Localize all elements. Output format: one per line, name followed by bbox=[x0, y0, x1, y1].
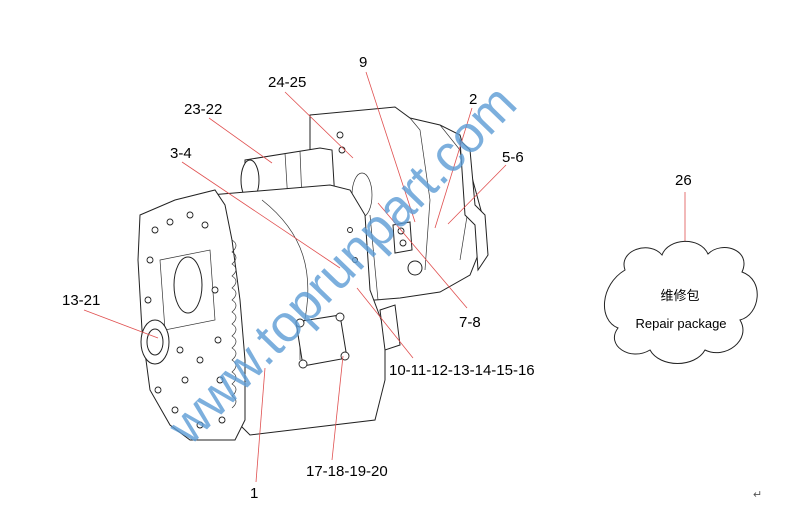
callout-17-20: 17-18-19-20 bbox=[306, 463, 388, 480]
callout-7-8: 7-8 bbox=[459, 314, 481, 331]
callout-5-6: 5-6 bbox=[502, 149, 524, 166]
repair-package-cn: 维修包 bbox=[660, 288, 699, 303]
leader-13-21 bbox=[83, 309, 159, 339]
callout-2: 2 bbox=[469, 91, 477, 108]
callout-26: 26 bbox=[675, 172, 692, 189]
leader-1 bbox=[255, 367, 266, 483]
leader-2 bbox=[434, 107, 473, 229]
callout-1: 1 bbox=[250, 485, 258, 502]
callout-10-16: 10-11-12-13-14-15-16 bbox=[389, 362, 535, 379]
pto-flange bbox=[140, 319, 170, 365]
leader-23-22 bbox=[208, 117, 273, 164]
valve-block bbox=[379, 221, 423, 351]
repair-package-en: Repair package bbox=[635, 316, 726, 331]
callout-9: 9 bbox=[359, 54, 367, 71]
mounting-bracket bbox=[459, 138, 489, 272]
callout-24-25: 24-25 bbox=[268, 74, 306, 91]
transmission-drawing bbox=[137, 106, 489, 441]
leader-17-20 bbox=[331, 355, 344, 461]
callout-23-22: 23-22 bbox=[184, 101, 222, 118]
leader-10-16 bbox=[356, 287, 414, 359]
callout-13-21: 13-21 bbox=[62, 292, 100, 309]
repair-package-cloud: 维修包 Repair package bbox=[604, 240, 758, 364]
leader-5-6 bbox=[447, 164, 507, 225]
leader-3-4 bbox=[181, 161, 341, 269]
return-mark: ↵ bbox=[753, 489, 762, 501]
leader-7-8 bbox=[377, 202, 468, 309]
leader-24-25 bbox=[284, 91, 354, 159]
callout-labels: 24-25 23-22 3-4 9 2 5-6 7-8 10-11-12-13-… bbox=[62, 54, 692, 502]
callout-3-4: 3-4 bbox=[170, 145, 192, 162]
cover-plate bbox=[295, 312, 350, 369]
leader-9 bbox=[365, 71, 416, 223]
